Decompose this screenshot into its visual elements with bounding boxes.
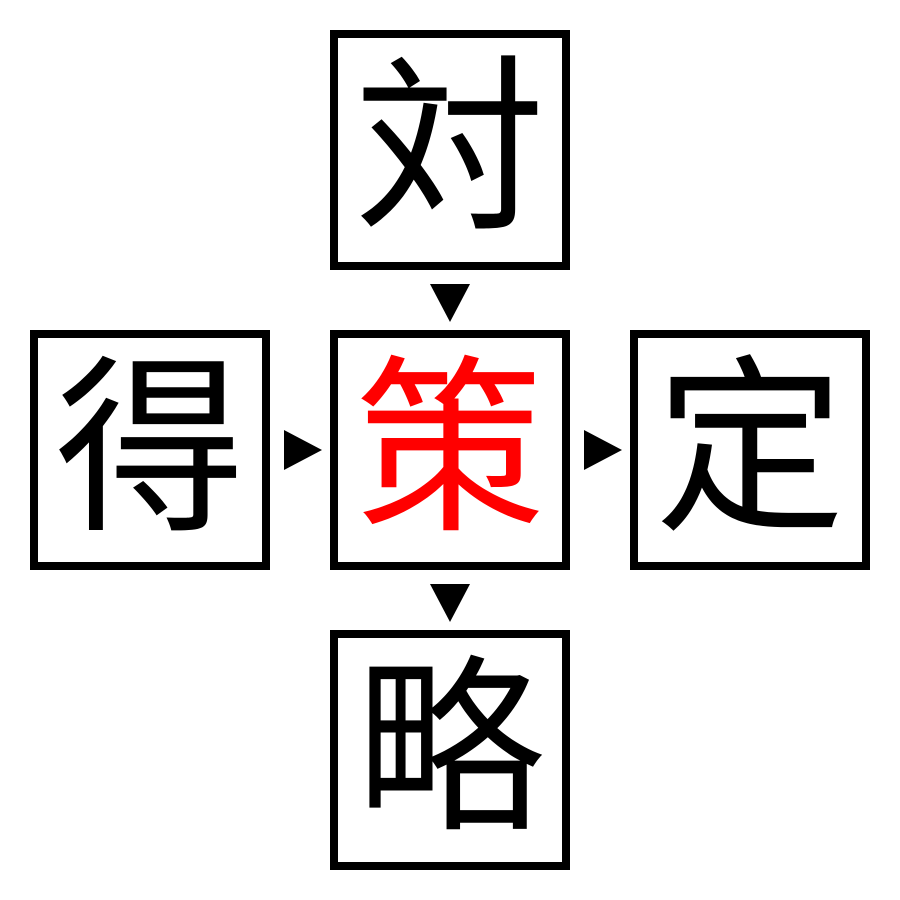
top-character: 対 [354, 39, 545, 260]
triangle-down-icon [430, 584, 470, 622]
center-box: 策 [330, 330, 570, 570]
triangle-down-icon [430, 284, 470, 322]
right-character: 定 [654, 339, 845, 560]
bottom-box: 略 [330, 630, 570, 870]
top-box: 対 [330, 30, 570, 270]
center-character: 策 [354, 339, 545, 560]
left-character: 得 [54, 339, 245, 560]
right-box: 定 [630, 330, 870, 570]
triangle-right-icon [284, 430, 322, 470]
triangle-right-icon [584, 430, 622, 470]
left-box: 得 [30, 330, 270, 570]
bottom-character: 略 [354, 639, 545, 860]
